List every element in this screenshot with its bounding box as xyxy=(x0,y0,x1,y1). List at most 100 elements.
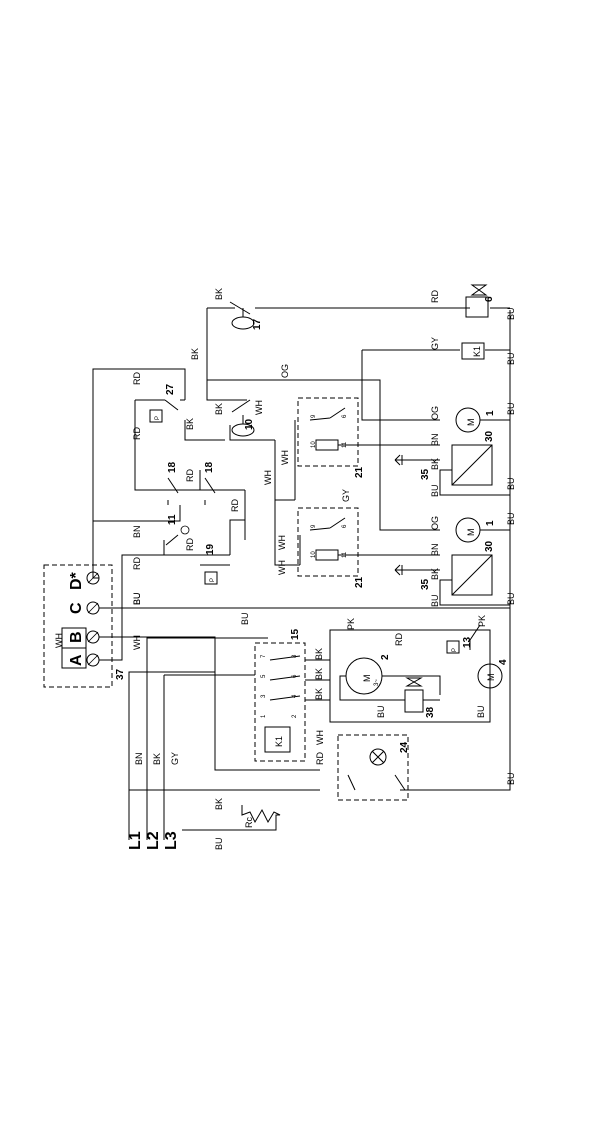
wl-og-3: OG xyxy=(430,516,440,530)
wl-rd-9: RD xyxy=(394,633,404,646)
terminal-letter-b: B xyxy=(68,631,85,643)
wl-bk-7: BK xyxy=(314,648,324,660)
rc-label: Rc xyxy=(244,817,254,828)
wl-bn-1: BN xyxy=(132,525,142,538)
wl-rd-5: RD xyxy=(230,499,240,512)
float-11-number: 11 xyxy=(167,514,178,525)
heater-2-number: 30 xyxy=(484,540,495,552)
wl-wh-1: WH xyxy=(132,635,142,650)
lamp-switch-number: 24 xyxy=(399,741,410,753)
wl-bk-1: BK xyxy=(190,348,200,360)
supply-l2: L2 xyxy=(145,831,162,850)
wl-bn-2: BN xyxy=(430,433,440,446)
main-motor-symbol: M xyxy=(362,675,372,683)
pressure-27-number: 27 xyxy=(165,383,176,395)
heater-1-number: 30 xyxy=(484,430,495,442)
wl-bk-5: BK xyxy=(430,458,440,470)
supply-bk: BK xyxy=(152,753,162,765)
wl-rd-8: RD xyxy=(315,752,325,765)
terminal-wh-label: WH xyxy=(54,633,64,648)
ct-7: 7 xyxy=(261,654,267,658)
solenoid-6-number: 6 xyxy=(484,296,495,302)
th1-t11: 11 xyxy=(342,441,348,448)
wl-wh-2: WH xyxy=(254,400,264,415)
contactor-number: 15 xyxy=(290,628,301,640)
th2-t10: 10 xyxy=(311,551,317,558)
th1-t10: 10 xyxy=(311,441,317,448)
wl-rd-2: RD xyxy=(132,427,142,440)
th2-t6: 6 xyxy=(342,524,348,528)
wl-bk-4: BK xyxy=(214,403,224,415)
thermostat-2-number: 21 xyxy=(354,576,365,588)
wl-bu-8: BU xyxy=(506,512,516,525)
pump-motor-4 xyxy=(477,663,503,689)
wl-bu-11: BU xyxy=(240,612,250,625)
terminal-letter-c: C xyxy=(68,602,85,614)
wl-bu-5: BU xyxy=(506,352,516,365)
wl-gy-1: GY xyxy=(341,489,351,502)
wl-bu-7: BU xyxy=(506,477,516,490)
ct-1: 1 xyxy=(261,714,267,718)
ct-6: 6 xyxy=(292,674,298,678)
heater-box-top xyxy=(451,444,493,486)
contactor-coil-box xyxy=(264,726,291,753)
supply-l1: L1 xyxy=(127,831,144,850)
wl-bn-3: BN xyxy=(430,543,440,556)
wl-bk-8: BK xyxy=(314,668,324,680)
wl-wh-4: WH xyxy=(263,470,273,485)
supply-gy: GY xyxy=(170,752,180,765)
main-motor-number: 2 xyxy=(380,654,391,660)
p-box-19: P xyxy=(210,578,216,582)
ct-8: 8 xyxy=(292,654,298,658)
k1-coil-label: K1 xyxy=(472,346,482,357)
wl-og-1: OG xyxy=(280,364,290,378)
main-motor-sub: 3~ xyxy=(374,679,380,686)
k1-coil-box xyxy=(461,342,485,360)
wl-bu-1: BU xyxy=(132,592,142,605)
fan-2-number: 1 xyxy=(485,520,496,526)
wl-bu-14: BU xyxy=(476,705,486,718)
contactor-box xyxy=(254,642,306,762)
float-17-number: 17 xyxy=(252,318,263,330)
supply-l3: L3 xyxy=(163,831,180,850)
p-box-13: P xyxy=(452,648,458,652)
wl-bu-2: BU xyxy=(430,484,440,497)
wl-gy-2: GY xyxy=(430,337,440,350)
wl-pk-1: PK xyxy=(346,618,356,630)
wl-rd-3: RD xyxy=(132,372,142,385)
wl-bu-3: BU xyxy=(430,594,440,607)
switch-18-b: 18 xyxy=(204,461,215,473)
wl-bu-10: BU xyxy=(506,772,516,785)
switch-18-a: 18 xyxy=(167,461,178,473)
terminal-screws xyxy=(86,571,100,667)
p-box-27: P xyxy=(155,416,161,420)
terminal-box xyxy=(43,564,113,688)
overheat-2-number: 35 xyxy=(420,578,431,590)
rc-bk: BK xyxy=(214,798,224,810)
overheat-1-number: 35 xyxy=(420,468,431,480)
fan-1-number: 1 xyxy=(485,410,496,416)
wl-og-2: OG xyxy=(430,406,440,420)
wl-rd-1: RD xyxy=(132,557,142,570)
wl-wh-3: WH xyxy=(280,450,290,465)
fan-2-symbol: M xyxy=(466,529,476,537)
wl-bu-13: BU xyxy=(376,705,386,718)
lamp-switch-box xyxy=(337,734,409,801)
wl-rd-6: RD xyxy=(185,538,195,551)
supply-bn: BN xyxy=(134,752,144,765)
wl-bk-9: BK xyxy=(314,688,324,700)
wl-wh-7: WH xyxy=(315,730,325,745)
ct-5: 5 xyxy=(261,674,267,678)
solenoid-38-box xyxy=(404,689,424,713)
wl-bk-6: BK xyxy=(430,568,440,580)
wl-wh-6: WH xyxy=(277,560,287,575)
th1-t9: 9 xyxy=(311,414,317,418)
main-motor-box xyxy=(329,629,491,723)
thermostat-box-top xyxy=(297,397,359,467)
contactor-coil-label: K1 xyxy=(274,736,284,747)
pressure-switch-13: 13 xyxy=(462,636,473,648)
float-10-number: 10 xyxy=(244,418,255,430)
th2-t11: 11 xyxy=(342,551,348,558)
ct-4: 4 xyxy=(292,694,298,698)
